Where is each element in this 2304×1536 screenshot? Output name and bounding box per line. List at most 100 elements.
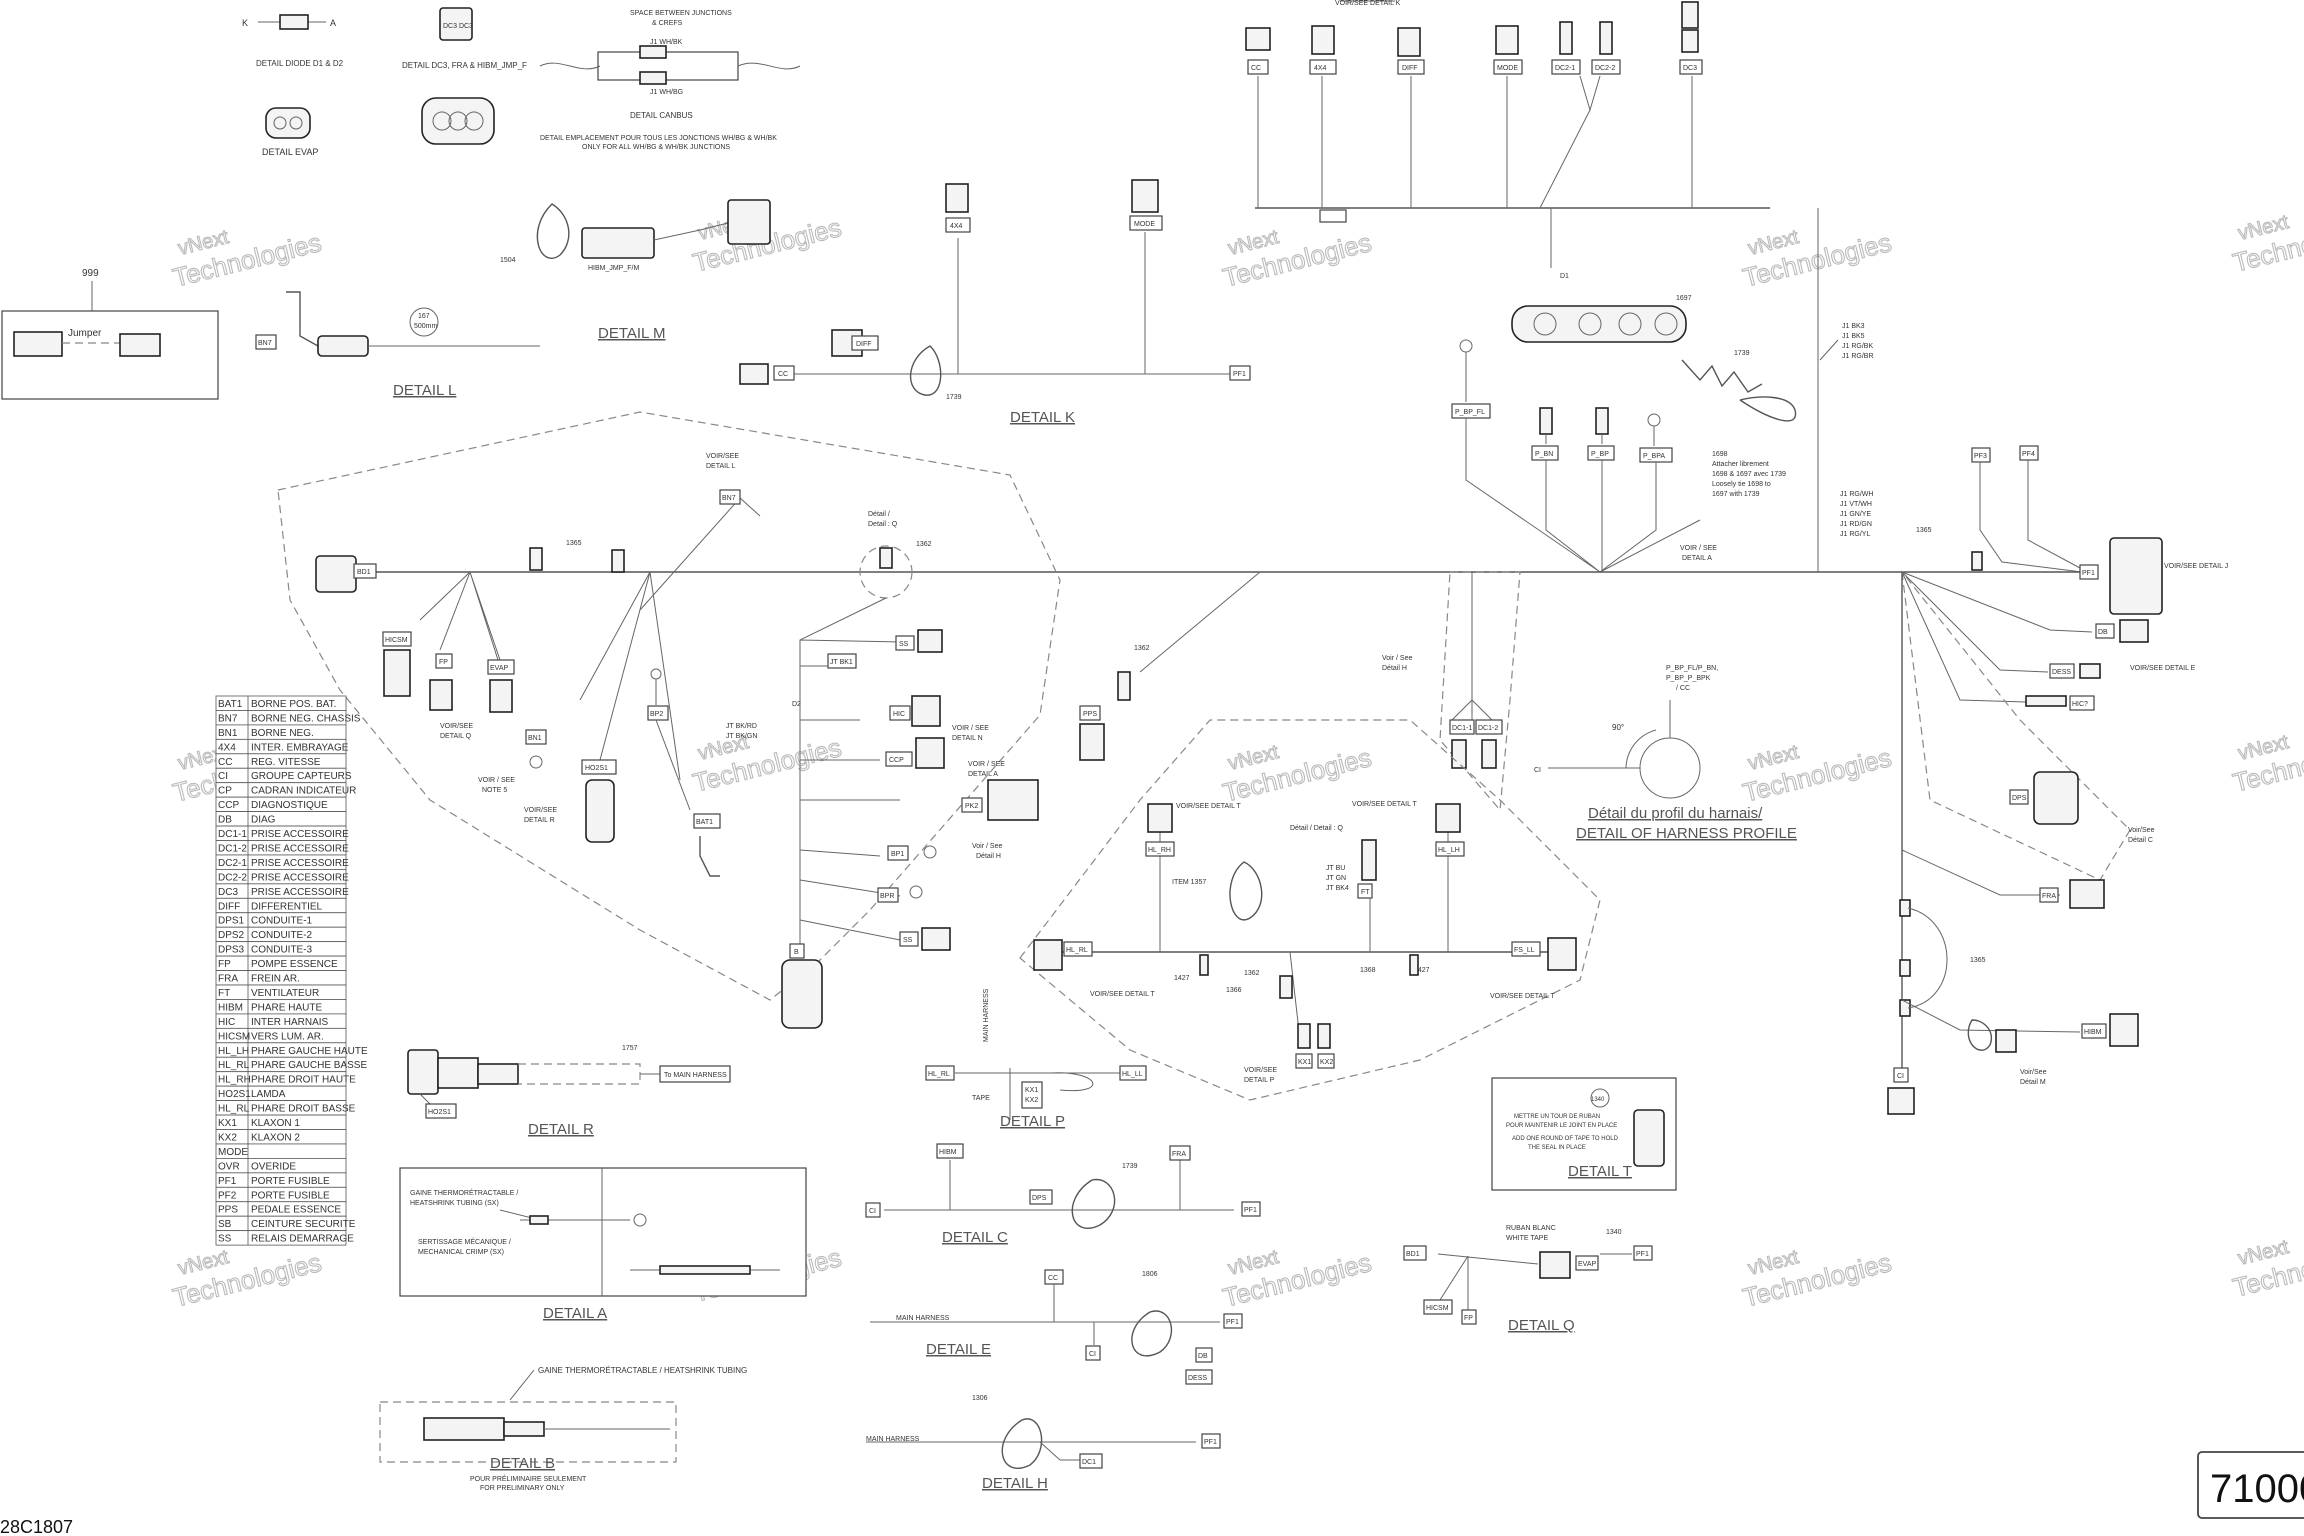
front-see-q: Détail / Detail : Q <box>1290 825 1343 832</box>
j-label-bk3: J1 BK3 <box>1842 323 1865 330</box>
detail-q-item: 1340 <box>1606 1229 1622 1236</box>
detail-p: MAIN HARNESS HL_RL HL_LL KX1 KX2 TAPE DE… <box>925 988 1147 1130</box>
detail-c-title: DETAIL C <box>942 1229 1008 1246</box>
legend-description: CONDUITE-2 <box>251 930 313 941</box>
front-hl-lh: HL_LH <box>1438 847 1460 854</box>
legend-code: DC2-1 <box>218 858 247 869</box>
loop-note-18: Détail H <box>976 853 1001 860</box>
bus-see-a: VOIR / SEE <box>1680 545 1717 552</box>
detail-a-text3: SERTISSAGE MÉCANIQUE / <box>418 1237 511 1246</box>
legend-code: HL_RL <box>218 1060 250 1071</box>
detail-t-line2: POUR MAINTENIR LE JOINT EN PLACE <box>1506 1123 1617 1129</box>
loop-hic: HIC <box>893 711 905 718</box>
canbus-j2-label: J1 WH/BG <box>650 89 683 96</box>
top-connector-row: D1 VOIR/SEE DETAIL K CC 4X4 DIFF MODE DC… <box>1245 0 1770 280</box>
dc1-1-label: DC1-1 <box>1452 725 1472 732</box>
detail-b-text1: GAINE THERMORÉTRACTABLE / HEATSHRINK TUB… <box>538 1366 747 1375</box>
legend-description: DIAG <box>251 815 276 826</box>
legend-description: PORTE FUSIBLE <box>251 1176 330 1187</box>
legend-row: MODE <box>215 1143 347 1159</box>
legend-code: DC3 <box>218 887 238 898</box>
detail-l-title: DETAIL L <box>393 382 456 399</box>
legend-code: DIFF <box>218 901 240 912</box>
legend-description: DIFFERENTIEL <box>251 901 323 912</box>
canbus-en-note: ONLY FOR ALL WH/BG & WH/BK JUNCTIONS <box>582 144 730 151</box>
detail-h-dc1: DC1 <box>1082 1459 1096 1466</box>
front-fs-ll: FS_LL <box>1514 947 1535 954</box>
loop-bd1: BD1 <box>357 569 371 576</box>
detail-b-text2: POUR PRÉLIMINAIRE SEULEMENT <box>470 1474 587 1483</box>
detail-l: BN7 167 500mm DETAIL L <box>255 291 540 399</box>
part-number-block: 71000 <box>2197 1451 2304 1519</box>
right-hic: HIC? <box>2072 701 2088 708</box>
front-see-t3: VOIR/SEE DETAIL T <box>1090 991 1156 998</box>
detail-m-title: DETAIL M <box>598 325 666 342</box>
dc1-2-label: DC1-2 <box>1478 725 1498 732</box>
legend-code: CCP <box>218 800 239 811</box>
legend-code: PPS <box>218 1205 238 1216</box>
detail-m-label: HIBM_JMP_F/M <box>588 265 640 272</box>
detail-r: To MAIN HARNESS 1757 HO2S1 DETAIL R <box>407 1045 731 1138</box>
loop-note-9: Détail / <box>868 511 890 518</box>
detail-a: GAINE THERMORÉTRACTABLE / HEATSHRINK TUB… <box>399 1167 807 1322</box>
right-pf4: PF4 <box>2022 451 2035 458</box>
loop-ss: SS <box>899 641 909 648</box>
legend-description: CONDUITE-3 <box>251 945 313 956</box>
legend-code: BN1 <box>218 728 238 739</box>
j2-label-1: J1 RG/WH <box>1840 491 1873 498</box>
legend-code: DPS3 <box>218 945 245 956</box>
detail-t-line4: THE SEAL IN PLACE <box>1528 1145 1586 1151</box>
legend-description: GROUPE CAPTEURS <box>251 771 352 782</box>
right-see-m2: Détail M <box>2020 1079 2046 1086</box>
legend-code: HL_RL <box>218 1104 250 1115</box>
detail-h-pf1: PF1 <box>1204 1439 1217 1446</box>
loop-d2: D2 <box>792 701 801 708</box>
part-number: 71000 <box>2210 1467 2304 1511</box>
bus-note-4: 1697 with 1739 <box>1712 491 1760 498</box>
j2-label-5: J1 RG/YL <box>1840 531 1870 538</box>
right-see-e: VOIR/SEE DETAIL E <box>2130 665 2196 672</box>
legend-description: CADRAN INDICATEUR <box>251 786 356 797</box>
detail-c-hibm: HIBM <box>939 1149 957 1156</box>
loop-item-1365: 1365 <box>566 540 582 547</box>
loop-bat1: BAT1 <box>696 819 713 826</box>
loop-b: B <box>794 949 799 956</box>
pin-p-bpa: P_BPA <box>1643 453 1665 460</box>
bus-item-1739: 1739 <box>1734 350 1750 357</box>
loop-pps: PPS <box>1083 711 1097 718</box>
loop-bpr: BPR <box>880 893 894 900</box>
legend-description: PRISE ACCESSOIRE <box>251 829 349 840</box>
front-ft: FT <box>1361 889 1370 896</box>
detail-k-4x4: 4X4 <box>950 223 963 230</box>
main-loop-region: BD1 1365 HICSM FP EVAP VOIR/SEE DETAIL Q… <box>277 411 1261 1029</box>
right-see-m: Voir/See <box>2020 1069 2047 1076</box>
detail-r-title: DETAIL R <box>528 1121 594 1138</box>
legend-code: HICSM <box>218 1031 250 1042</box>
loop-note-5: VOIR/SEE <box>524 807 557 814</box>
detail-r-item: 1757 <box>622 1045 638 1052</box>
right-hibm: HIBM <box>2084 1029 2102 1036</box>
jumper-box: 999 Jumper <box>1 268 219 400</box>
loop-fp: FP <box>439 659 448 666</box>
right-fra: FRA <box>2042 893 2056 900</box>
detail-e-ci: CI <box>1089 1351 1096 1358</box>
loop-bn7: BN7 <box>722 495 736 502</box>
detail-p-main: MAIN HARNESS <box>983 988 990 1042</box>
detail-b-text3: FOR PRELIMINARY ONLY <box>480 1485 565 1492</box>
front-see-t1: VOIR/SEE DETAIL T <box>1176 803 1242 810</box>
loop-note-10: Detail : Q <box>868 521 898 528</box>
bus-note-1: Attacher librement <box>1712 461 1769 468</box>
